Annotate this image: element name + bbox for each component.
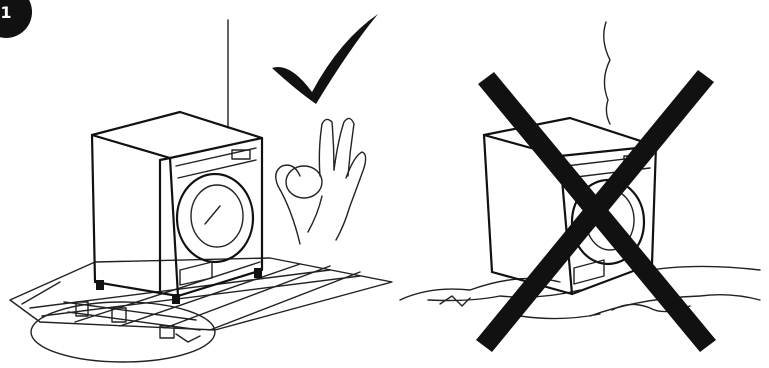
tiled-floor	[10, 258, 392, 330]
cross-icon	[476, 70, 716, 352]
uneven-floor	[400, 266, 760, 318]
checkmark-icon	[272, 14, 378, 104]
correct-panel	[10, 14, 392, 362]
ok-hand-gesture-icon	[276, 118, 366, 244]
power-cable	[604, 22, 610, 124]
step-number: 1	[0, 3, 11, 22]
incorrect-panel	[400, 22, 760, 352]
step-badge: 1	[0, 0, 32, 38]
washing-machine-level	[92, 112, 262, 304]
feet-highlight-ellipse	[31, 302, 215, 362]
